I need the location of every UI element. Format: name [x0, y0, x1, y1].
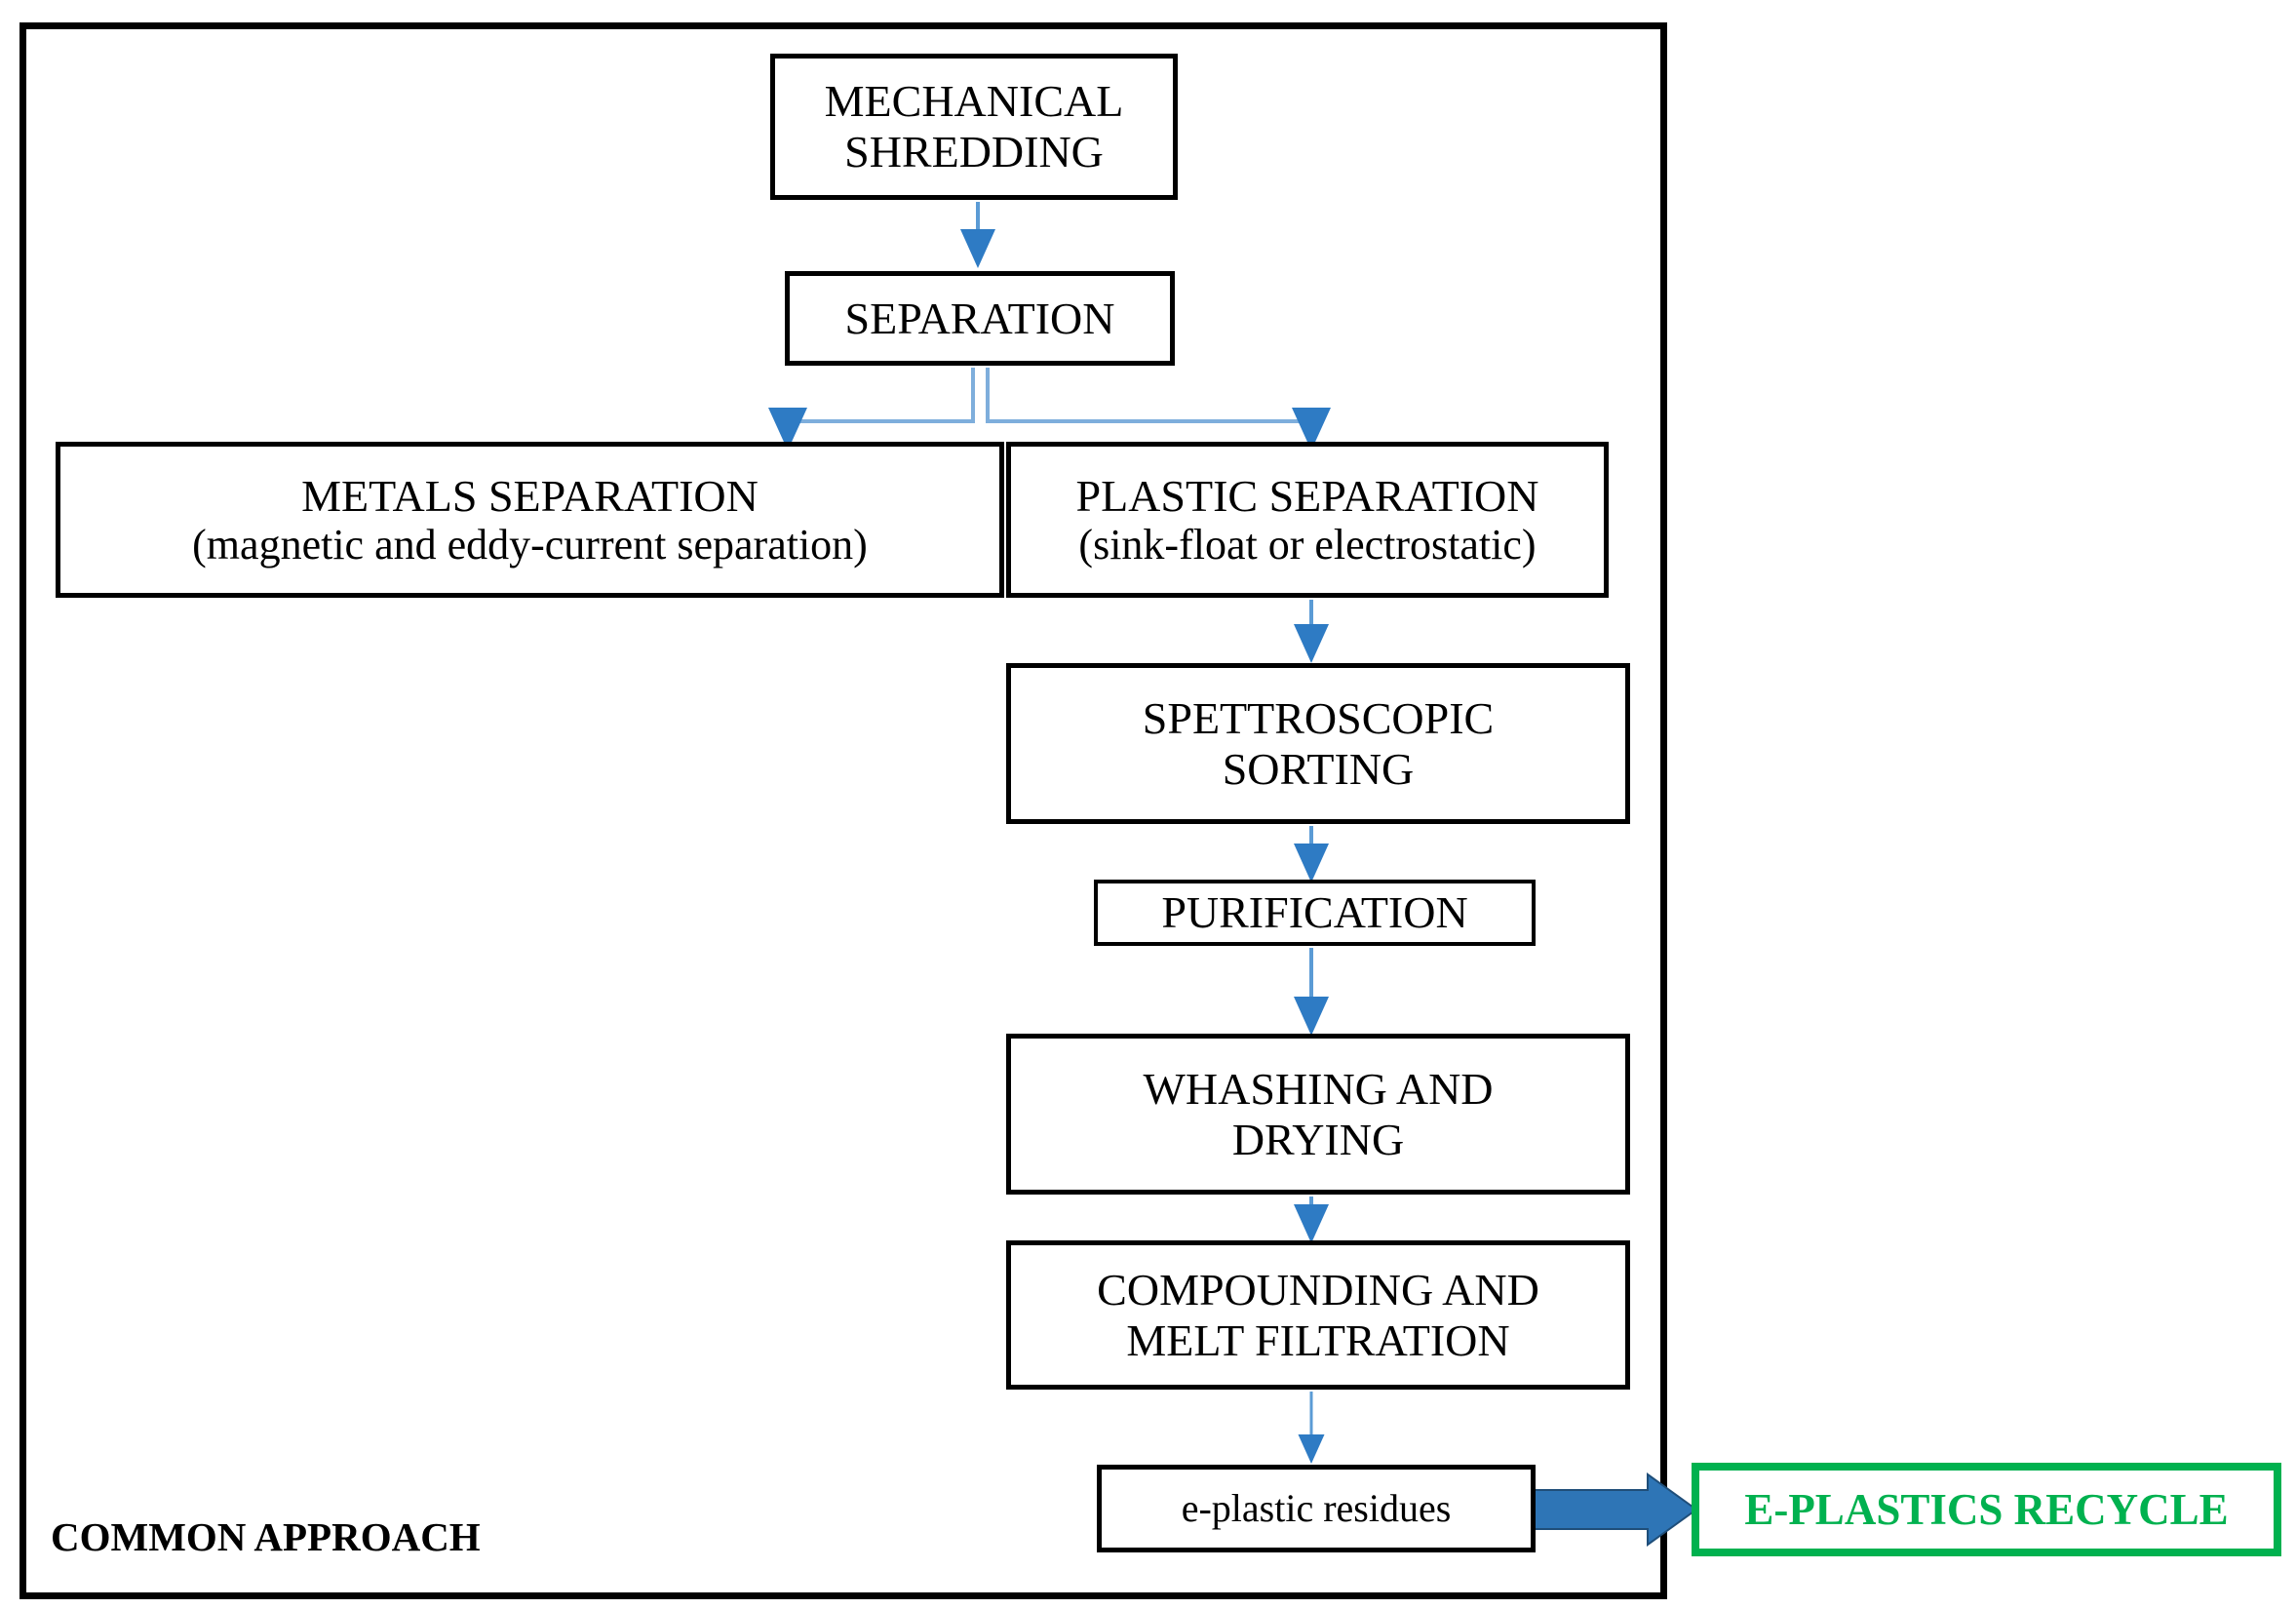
node-compounding-and-melt-filtration[interactable]: COMPOUNDING AND MELT FILTRATION	[1006, 1240, 1630, 1390]
node-label-line1: WHASHING AND	[1143, 1063, 1494, 1114]
node-label-line2: SHREDDING	[844, 127, 1104, 177]
node-label-line2: SORTING	[1222, 743, 1415, 794]
node-label-line2: DRYING	[1231, 1114, 1405, 1164]
node-label-line2: (sink-float or electrostatic)	[1078, 521, 1537, 569]
common-approach-frame	[19, 22, 1667, 1599]
node-spettroscopic-sorting[interactable]: SPETTROSCOPIC SORTING	[1006, 663, 1630, 824]
node-label-line1: PURIFICATION	[1161, 887, 1468, 938]
node-label-line1: e-plastic residues	[1181, 1485, 1452, 1530]
node-label-line1: COMPOUNDING AND	[1097, 1264, 1539, 1315]
node-label-line1: SEPARATION	[844, 293, 1115, 343]
node-label-line1: E-PLASTICS RECYCLE	[1744, 1485, 2229, 1534]
node-eplastic-residues[interactable]: e-plastic residues	[1097, 1465, 1536, 1552]
node-separation[interactable]: SEPARATION	[785, 271, 1175, 366]
node-whashing-and-drying[interactable]: WHASHING AND DRYING	[1006, 1034, 1630, 1195]
node-metals-separation[interactable]: METALS SEPARATION (magnetic and eddy-cur…	[56, 442, 1004, 598]
node-eplastics-recycle[interactable]: E-PLASTICS RECYCLE	[1692, 1463, 2281, 1556]
node-mechanical-shredding[interactable]: MECHANICAL SHREDDING	[770, 54, 1178, 200]
node-label-line2: MELT FILTRATION	[1126, 1315, 1510, 1365]
caption-common-approach: COMMON APPROACH	[51, 1514, 481, 1559]
node-label-line2: (magnetic and eddy-current separation)	[192, 521, 868, 569]
node-label-line1: SPETTROSCOPIC	[1142, 692, 1495, 743]
node-label-line1: MECHANICAL	[824, 76, 1124, 127]
node-label-line1: METALS SEPARATION	[301, 470, 759, 521]
node-purification[interactable]: PURIFICATION	[1094, 880, 1536, 946]
node-label-line1: PLASTIC SEPARATION	[1075, 470, 1539, 521]
node-plastic-separation[interactable]: PLASTIC SEPARATION (sink-float or electr…	[1006, 442, 1609, 598]
